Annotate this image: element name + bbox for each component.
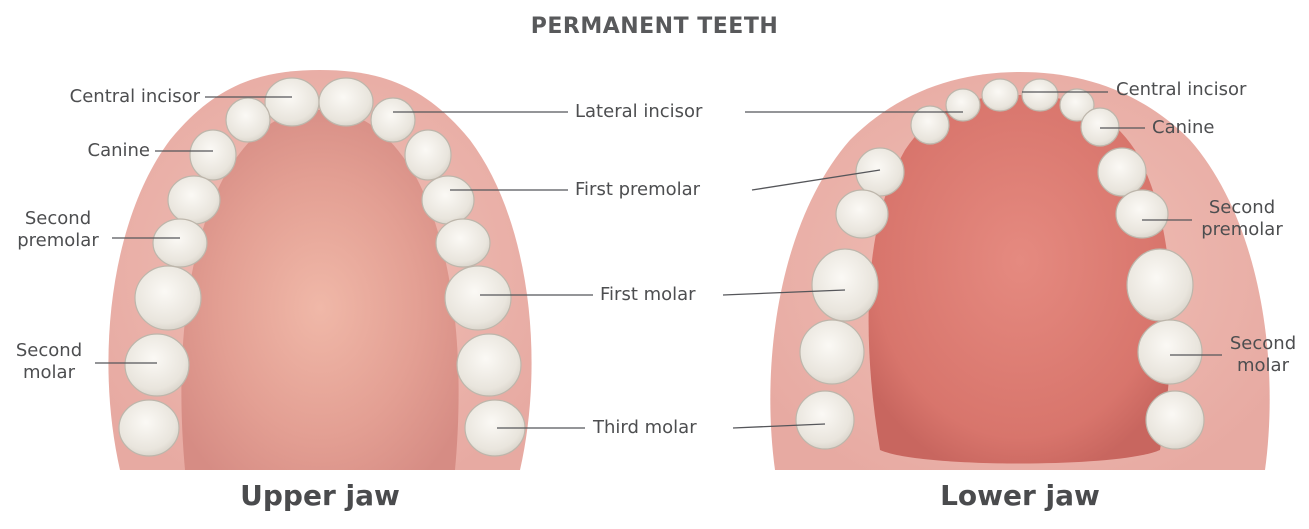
tooth	[1146, 391, 1204, 449]
tooth	[1081, 108, 1119, 146]
tooth	[946, 89, 980, 121]
tooth	[457, 334, 521, 396]
label-canine-upper: Canine	[20, 140, 150, 162]
label-second-molar-upper: Second molar	[8, 340, 90, 384]
label-second-premolar-upper: Second premolar	[8, 208, 108, 252]
tooth	[371, 98, 415, 142]
tooth	[436, 219, 490, 267]
tooth	[135, 266, 201, 330]
label-first-premolar: First premolar	[575, 179, 700, 201]
tooth	[319, 78, 373, 126]
label-central-incisor-upper: Central incisor	[20, 86, 200, 108]
tooth	[812, 249, 878, 321]
tooth	[119, 400, 179, 456]
tooth	[1098, 148, 1146, 196]
tooth	[1138, 320, 1202, 384]
tooth	[405, 130, 451, 180]
lower-jaw-caption: Lower jaw	[870, 479, 1170, 512]
tooth	[422, 176, 474, 224]
tooth	[796, 391, 854, 449]
tooth	[982, 79, 1018, 111]
label-first-molar: First molar	[600, 284, 696, 306]
tooth	[153, 219, 207, 267]
tooth	[168, 176, 220, 224]
tooth	[445, 266, 511, 330]
tooth	[226, 98, 270, 142]
tooth	[836, 190, 888, 238]
label-second-premolar-lower: Second premolar	[1192, 197, 1292, 241]
tooth	[125, 334, 189, 396]
label-second-molar-lower: Second molar	[1222, 333, 1304, 377]
tooth	[265, 78, 319, 126]
tooth	[1022, 79, 1058, 111]
upper-jaw-caption: Upper jaw	[170, 479, 470, 512]
upper-jaw	[108, 70, 531, 470]
label-third-molar: Third molar	[593, 417, 697, 439]
page-title: PERMANENT TEETH	[0, 14, 1309, 39]
tooth	[1127, 249, 1193, 321]
label-central-incisor-lower: Central incisor	[1116, 79, 1246, 101]
tooth	[1116, 190, 1168, 238]
tooth	[800, 320, 864, 384]
label-canine-lower: Canine	[1152, 117, 1215, 139]
tooth	[190, 130, 236, 180]
label-lateral-incisor: Lateral incisor	[575, 101, 702, 123]
